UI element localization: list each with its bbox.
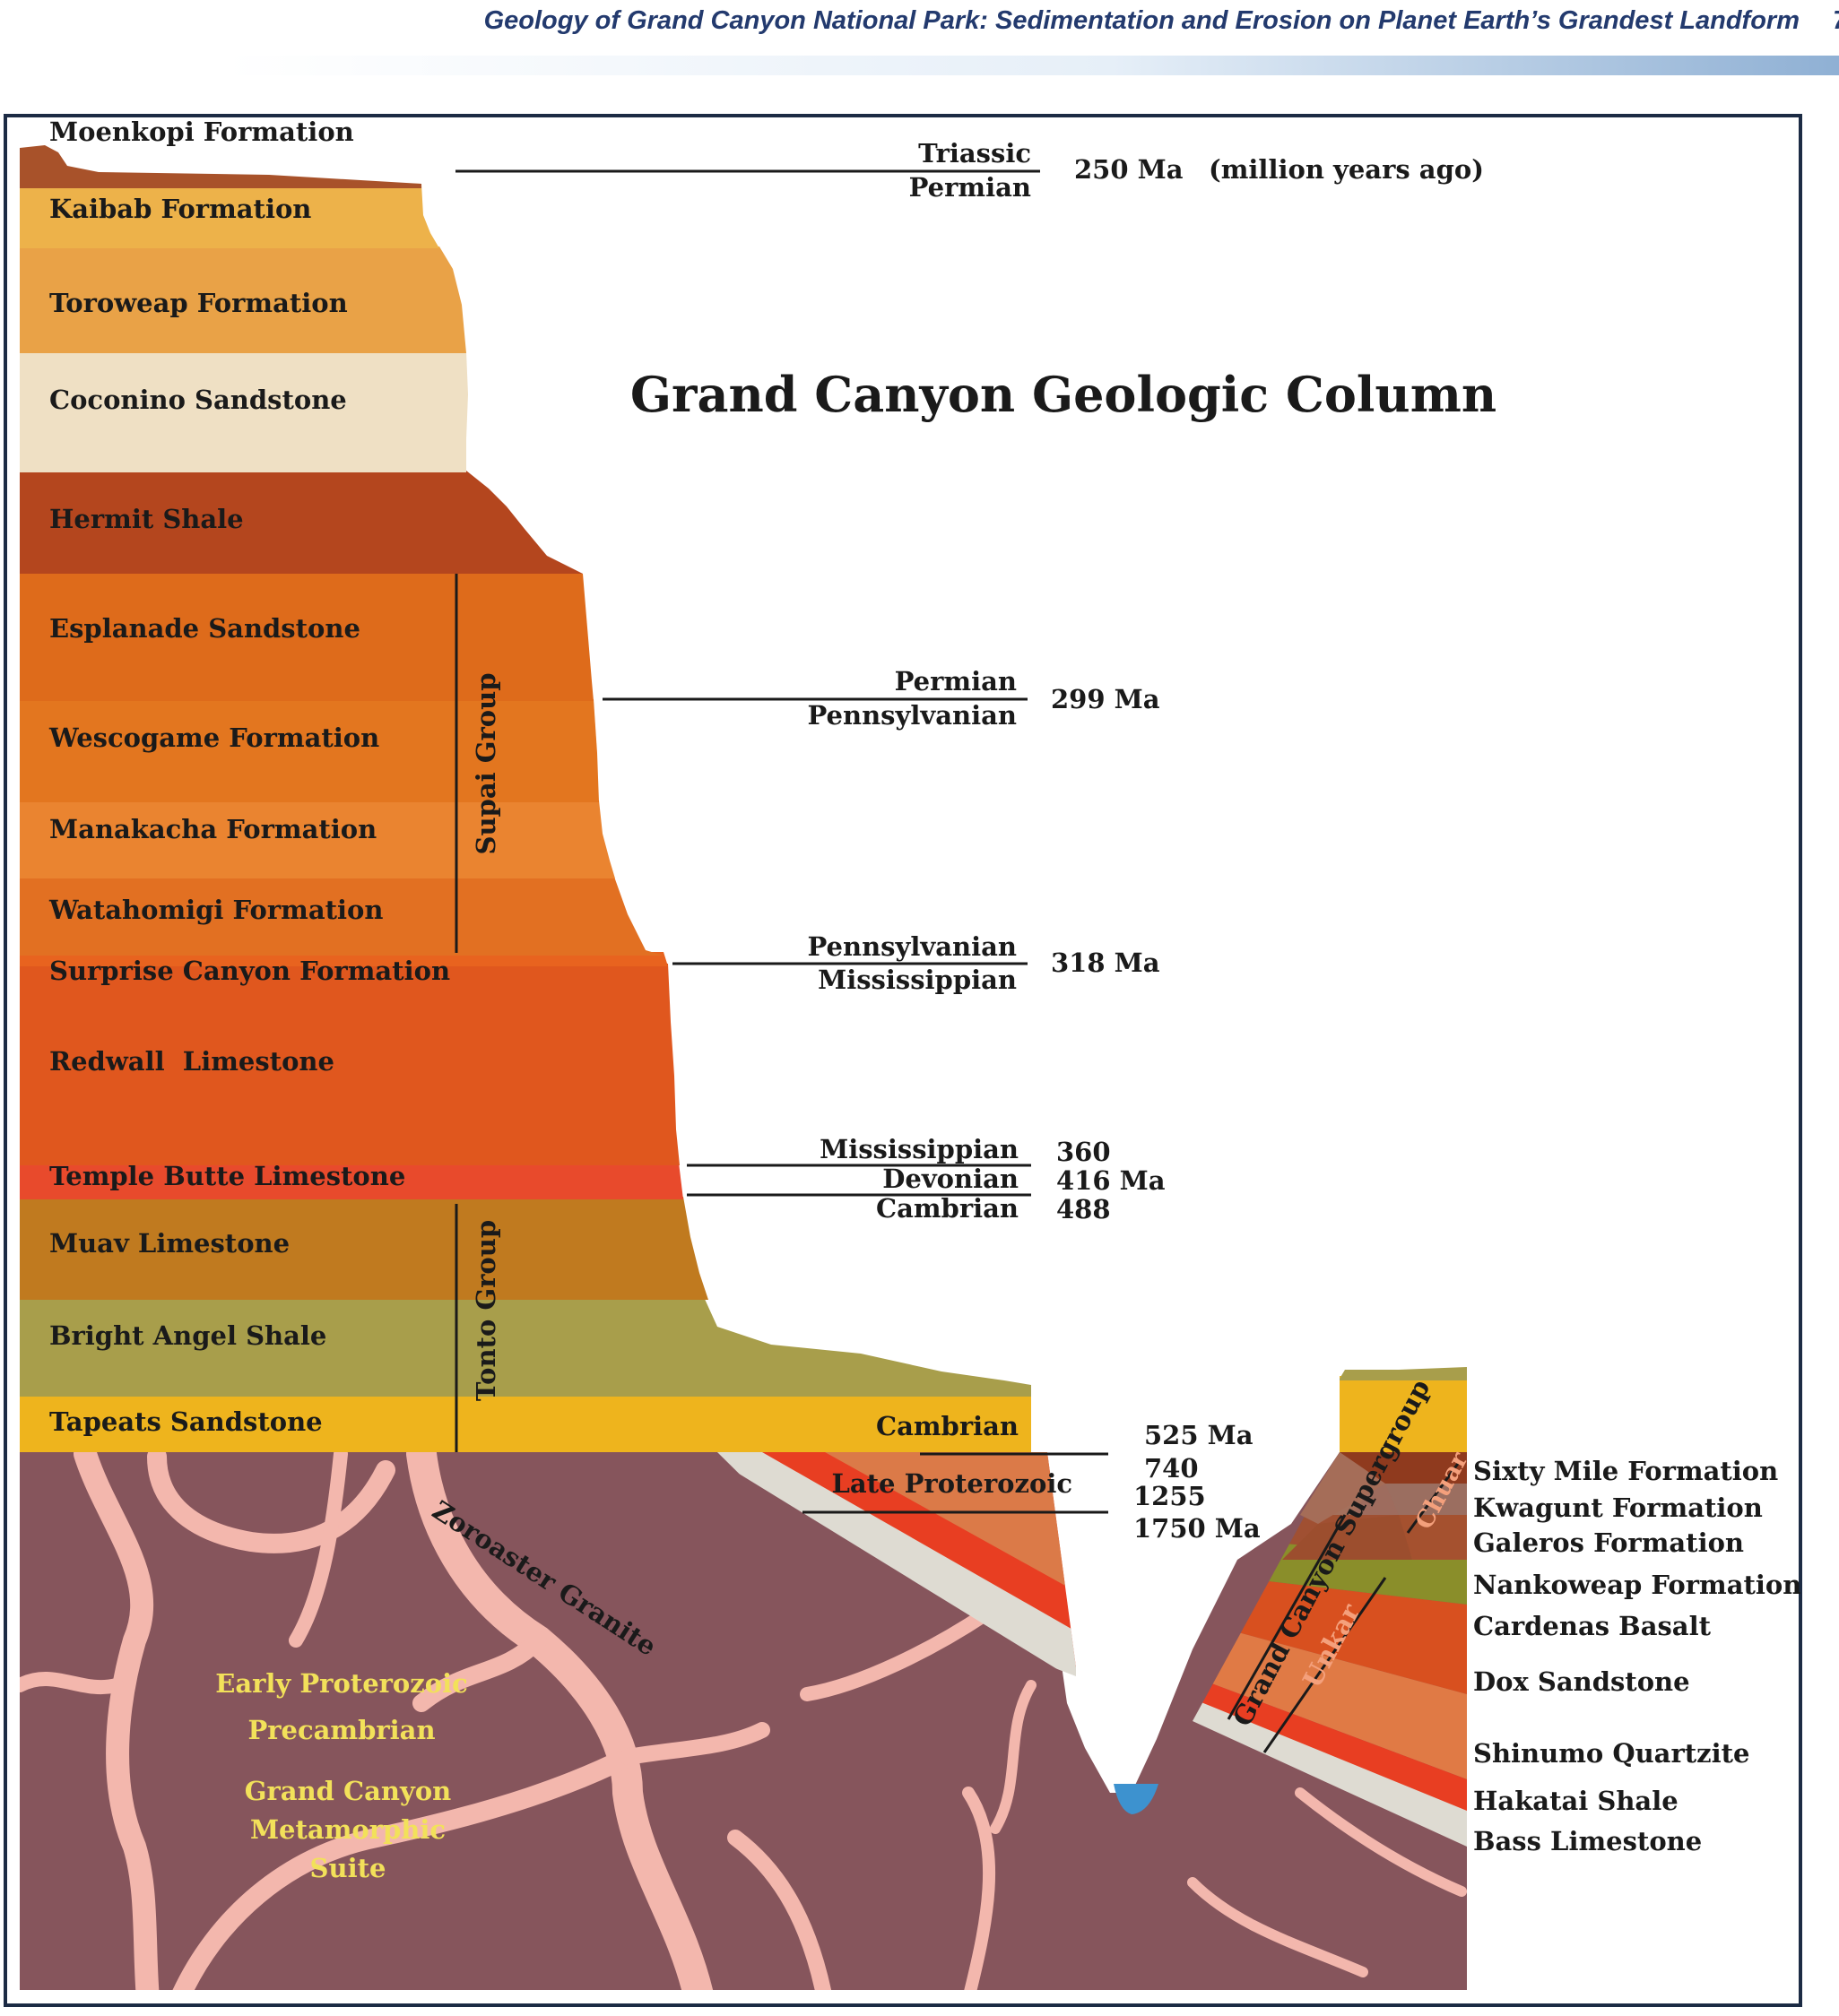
label-hermit: Hermit Shale xyxy=(49,504,244,534)
layer-tapeats xyxy=(20,1394,1031,1452)
label-cardenas: Cardenas Basalt xyxy=(1473,1611,1712,1641)
layer-tapeats-right xyxy=(1340,1376,1467,1452)
running-title: Geology of Grand Canyon National Park: S… xyxy=(484,6,1800,35)
label-coconino: Coconino Sandstone xyxy=(49,385,347,415)
layer-moenkopi xyxy=(20,145,421,188)
label-manakacha: Manakacha Formation xyxy=(49,814,377,844)
colorado-river xyxy=(1114,1784,1158,1814)
layer-wescogame xyxy=(20,699,599,802)
label-devonian: Devonian xyxy=(882,1164,1019,1194)
label-supai-group: Supai Group xyxy=(471,673,501,855)
label-permian-299: Permian xyxy=(895,666,1017,697)
label-kwagunt: Kwagunt Formation xyxy=(1473,1493,1763,1523)
label-permian-top: Permian xyxy=(909,172,1031,203)
label-488: 488 xyxy=(1056,1194,1111,1224)
label-740: 740 xyxy=(1144,1453,1199,1484)
layer-coconino xyxy=(20,351,468,472)
layer-bright-angel-right xyxy=(1340,1367,1467,1380)
layer-cardenas xyxy=(1201,1578,1467,1694)
label-pennsylvanian-318: Pennsylvanian xyxy=(808,931,1017,962)
layer-muav xyxy=(20,1197,708,1300)
page-number: 7 xyxy=(1833,6,1839,35)
chuar-block xyxy=(1282,1452,1467,1560)
label-416-ma: 416 Ma xyxy=(1056,1165,1166,1196)
left-bass-limestone-band xyxy=(717,1452,1076,1676)
layer-manakacha xyxy=(20,800,615,878)
label-temple-butte: Temple Butte Limestone xyxy=(49,1161,405,1191)
label-cambrian-488: Cambrian xyxy=(876,1193,1019,1224)
label-bass: Bass Limestone xyxy=(1473,1826,1702,1856)
layer-esplanade xyxy=(20,574,594,701)
label-esplanade: Esplanade Sandstone xyxy=(49,613,360,644)
label-1255: 1255 xyxy=(1133,1481,1206,1511)
metamorphic-suite-layer xyxy=(20,1452,1467,1990)
group-labels: Supai Group Tonto Group xyxy=(471,673,501,1402)
label-late-proterozoic: Late Proterozoic xyxy=(831,1468,1072,1499)
label-525-ma: 525 Ma xyxy=(1144,1420,1253,1450)
label-shinumo: Shinumo Quartzite xyxy=(1473,1738,1749,1769)
layer-shinumo xyxy=(1193,1676,1467,1815)
layer-bass xyxy=(1193,1699,1467,1847)
layer-watahomigi xyxy=(20,877,664,956)
boundary-lines xyxy=(455,169,1462,1753)
label-wescogame: Wescogame Formation xyxy=(48,722,379,753)
left-orange-band-2 xyxy=(825,1452,1067,1587)
label-redwall: Redwall Limestone xyxy=(49,1046,334,1077)
label-toroweap: Toroweap Formation xyxy=(49,288,348,318)
label-gcms-line1: Grand Canyon xyxy=(245,1776,452,1806)
layer-hermit xyxy=(20,471,583,574)
label-360: 360 xyxy=(1056,1137,1111,1167)
layer-toroweap xyxy=(20,247,466,353)
layer-kaibab xyxy=(20,172,439,248)
label-moenkopi: Moenkopi Formation xyxy=(49,117,354,147)
label-318-ma: 318 Ma xyxy=(1051,947,1160,978)
label-sixty-mile: Sixty Mile Formation xyxy=(1473,1456,1778,1486)
label-250-ma: 250 Ma xyxy=(1074,154,1184,185)
label-tonto-group: Tonto Group xyxy=(471,1220,501,1401)
paleozoic-stack xyxy=(20,145,1467,1452)
right-formation-labels: Sixty Mile Formation Kwagunt Formation G… xyxy=(1473,1456,1801,1856)
label-surprise-canyon: Surprise Canyon Formation xyxy=(49,956,450,986)
label-kaibab: Kaibab Formation xyxy=(49,194,311,224)
label-1750-ma: 1750 Ma xyxy=(1133,1513,1261,1544)
label-cambrian: Cambrian xyxy=(876,1411,1019,1441)
label-mya-note: (million years ago) xyxy=(1209,154,1484,185)
period-labels: Triassic Permian 250 Ma (million years a… xyxy=(808,138,1484,1544)
layer-redwall xyxy=(20,964,680,1165)
label-pennsylvanian-299: Pennsylvanian xyxy=(808,700,1017,731)
label-mississippian-318: Mississippian xyxy=(818,965,1017,995)
label-bright-angel: Bright Angel Shale xyxy=(49,1320,326,1351)
basement-block xyxy=(20,1452,1467,1990)
label-early-proterozoic: Early Proterozoic xyxy=(215,1668,468,1699)
figure-title: Grand Canyon Geologic Column xyxy=(630,366,1496,423)
label-mississippian-360: Mississippian xyxy=(820,1134,1019,1164)
label-triassic: Triassic xyxy=(918,138,1031,169)
label-watahomigi: Watahomigi Formation xyxy=(48,895,383,925)
running-header: Geology of Grand Canyon National Park: S… xyxy=(224,6,1839,75)
label-hakatai: Hakatai Shale xyxy=(1473,1786,1679,1816)
label-gcms-line2: Metamorphic xyxy=(250,1814,446,1845)
layer-bright-angel xyxy=(20,1297,1031,1397)
label-299-ma: 299 Ma xyxy=(1051,684,1160,714)
label-tapeats: Tapeats Sandstone xyxy=(49,1406,323,1437)
label-galeros: Galeros Formation xyxy=(1473,1527,1744,1558)
label-nankoweap: Nankoweap Formation xyxy=(1473,1570,1801,1600)
label-precambrian: Precambrian xyxy=(247,1715,435,1745)
label-muav: Muav Limestone xyxy=(49,1228,290,1259)
label-gcms-line3: Suite xyxy=(310,1853,386,1883)
label-dox: Dox Sandstone xyxy=(1473,1666,1690,1697)
left-supergroup-wedge xyxy=(717,1452,1076,1676)
layer-temple-butte xyxy=(20,1163,683,1199)
basement-labels: Zoroaster Granite Early Proterozoic Prec… xyxy=(215,1494,662,1883)
formation-labels: Moenkopi Formation Kaibab Formation Toro… xyxy=(48,117,450,1437)
zoroaster-granite-veins xyxy=(20,1452,1467,1990)
